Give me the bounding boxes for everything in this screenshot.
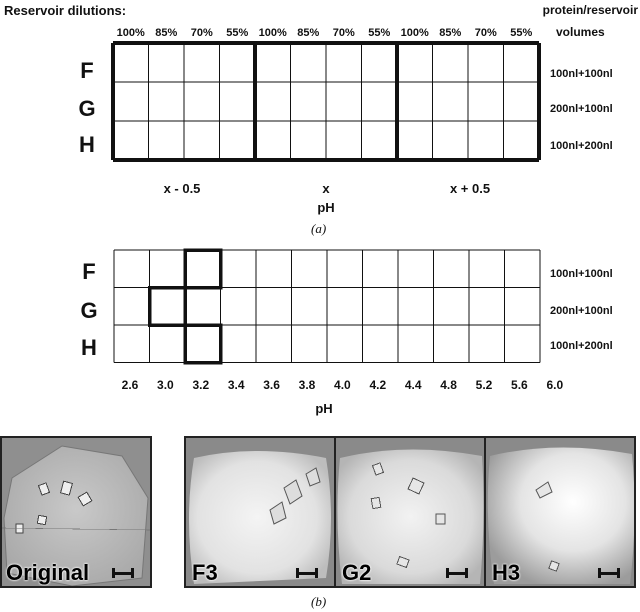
photo-label-original: Original [6, 560, 90, 585]
group-label-x-plus: x + 0.5 [449, 181, 491, 196]
ph-tick-label: 2.6 [121, 378, 139, 392]
row-label-g: G [78, 96, 96, 121]
photo-label-h3: H3 [492, 560, 521, 585]
ph-axis-label-a: pH [317, 200, 335, 215]
ph-tick-label: 5.6 [511, 378, 528, 392]
ph-tick-label: 6.0 [546, 378, 564, 392]
ph-tick-label: 3.4 [227, 378, 245, 392]
caption-a: (a) [311, 221, 327, 236]
ph-tick-label: 3.6 [263, 378, 280, 392]
ph-tick-label: 3.2 [192, 378, 210, 392]
reservoir-dilutions-title: Reservoir dilutions: [4, 3, 127, 18]
volume-label-g: 200nl+100nl [550, 103, 613, 115]
row-label-h: H [79, 132, 95, 157]
percent-label: 55% [510, 27, 533, 39]
volume-label-g-b: 200nl+100nl [550, 305, 613, 317]
volume-label-f-b: 100nl+100nl [550, 268, 613, 280]
group-label-x: x [322, 181, 330, 196]
volume-label-f: 100nl+100nl [550, 68, 613, 80]
drop-f3-image [189, 451, 331, 584]
drop-original-image [2, 445, 150, 586]
volume-label-h: 100nl+200nl [550, 140, 613, 152]
ph-tick-label: 4.2 [369, 378, 387, 392]
scale-bar [598, 568, 620, 578]
ph-tick-label: 3.0 [157, 378, 174, 392]
percent-label: 85% [297, 27, 320, 39]
ph-tick-label: 3.8 [298, 378, 316, 392]
percent-label: 70% [474, 27, 497, 39]
percent-label: 70% [332, 27, 355, 39]
row-label-g-b: G [80, 298, 98, 323]
scale-bar [446, 568, 468, 578]
percent-label: 85% [155, 27, 178, 39]
volume-label-h-b: 100nl+200nl [550, 340, 613, 352]
row-label-f-b: F [82, 259, 96, 284]
row-label-f: F [80, 58, 94, 83]
caption-b: (b) [311, 594, 327, 609]
photo-label-f3: F3 [192, 560, 218, 585]
ph-tick-label: 4.0 [334, 378, 351, 392]
ph-axis-label-b: pH [315, 401, 333, 416]
panel-b-grid [113, 248, 541, 365]
ph-tick-label: 4.8 [440, 378, 457, 392]
highlighted-cell-h3 [183, 323, 223, 365]
percent-label: 100% [258, 27, 287, 39]
highlighted-cell-g2 [147, 285, 187, 327]
volumes-title: volumes [556, 25, 605, 39]
ph-tick-label: 4.4 [404, 378, 422, 392]
scale-bar [112, 568, 134, 578]
highlighted-cell-f3 [183, 248, 223, 290]
panel-a-grid [111, 41, 541, 162]
ph-tick-label: 5.2 [475, 378, 493, 392]
percent-label: 85% [439, 27, 462, 39]
photo-f3: F3 [184, 436, 336, 588]
photo-label-g2: G2 [342, 560, 372, 585]
protein-reservoir-title: protein/reservoir [542, 3, 638, 17]
percent-label: 100% [400, 27, 429, 39]
scale-bar [296, 568, 318, 578]
photo-g2: G2 [334, 436, 486, 588]
percent-label: 55% [368, 27, 391, 39]
group-label-x-minus: x - 0.5 [163, 181, 201, 196]
drop-h3-image [487, 447, 634, 584]
percent-label: 70% [190, 27, 213, 39]
percent-label: 55% [226, 27, 249, 39]
percent-label: 100% [116, 27, 145, 39]
drop-g2-image [337, 449, 484, 584]
photo-original: Original [0, 436, 152, 588]
row-label-h-b: H [81, 335, 97, 360]
photo-h3: H3 [484, 436, 636, 588]
